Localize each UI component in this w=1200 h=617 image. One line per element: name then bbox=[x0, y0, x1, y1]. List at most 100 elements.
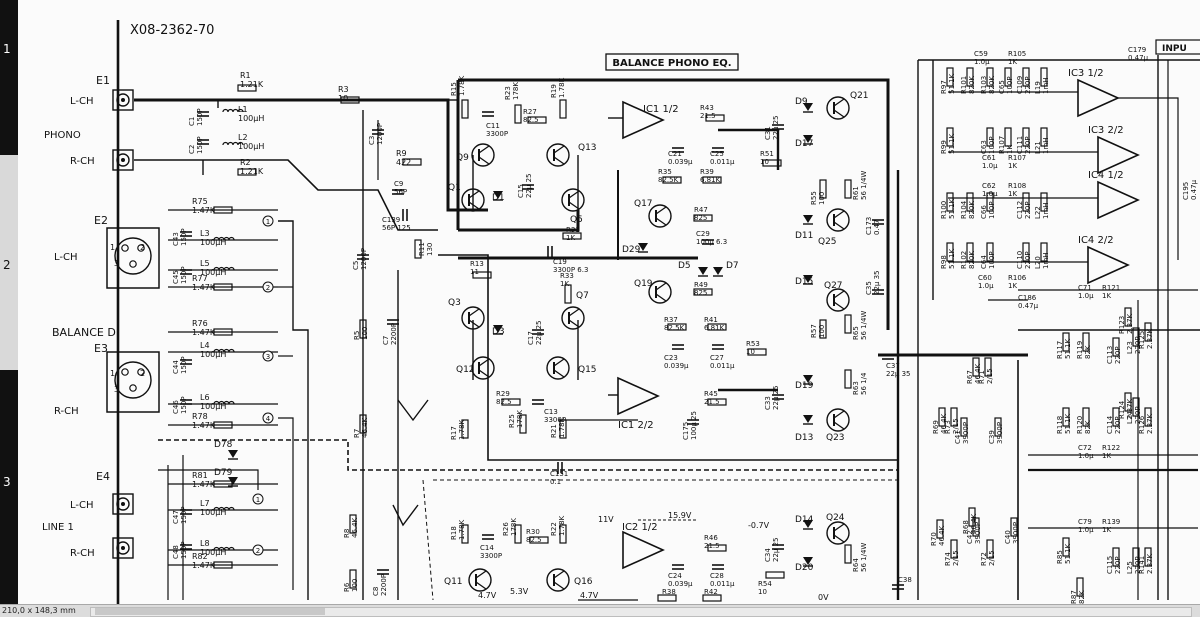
r104-label: R104 bbox=[960, 200, 968, 219]
r26-label: 178K bbox=[510, 518, 518, 536]
r104 bbox=[966, 192, 974, 212]
c113-label: 220P bbox=[1114, 346, 1122, 364]
q23 bbox=[826, 408, 850, 432]
c35-label: 22µ 35 bbox=[873, 271, 881, 296]
r18-label: R18 bbox=[450, 526, 458, 540]
q27 bbox=[826, 288, 850, 312]
r72 bbox=[986, 539, 994, 559]
r67 bbox=[972, 357, 980, 377]
r43-label: 21.5 bbox=[700, 112, 716, 120]
r106-label: 1K bbox=[1008, 282, 1017, 290]
r41-label: 6.81K bbox=[704, 324, 725, 332]
jack-pin bbox=[121, 502, 125, 506]
r43 bbox=[705, 114, 725, 122]
transistor-emitter bbox=[478, 369, 490, 378]
r5-label: 100 bbox=[361, 327, 369, 340]
r38-label: R38 bbox=[662, 588, 676, 596]
l1-label: 100µH bbox=[238, 114, 264, 123]
l4-label: L4 bbox=[200, 341, 210, 350]
r85-label: R85 bbox=[1056, 550, 1064, 564]
r9-label: 422 bbox=[396, 158, 411, 167]
r101 bbox=[966, 67, 974, 87]
r139-label: 1K bbox=[1102, 526, 1111, 534]
c113-label: C113 bbox=[1106, 346, 1114, 364]
xlr-e3 bbox=[106, 351, 160, 413]
c62-label: 1.0µ bbox=[982, 190, 998, 198]
c8-label: 2200P bbox=[380, 574, 388, 596]
c44 bbox=[180, 359, 192, 365]
r15 bbox=[461, 99, 469, 119]
jack-frame bbox=[112, 149, 134, 171]
r31-label: 1K bbox=[566, 234, 575, 242]
transistor-collector bbox=[655, 282, 667, 291]
terminal-node bbox=[262, 412, 274, 424]
c29-label: 100µ 6.3 bbox=[696, 238, 727, 246]
inductor-loop bbox=[228, 236, 235, 241]
e2-label: E2 bbox=[94, 214, 108, 227]
r21-label: 1.78K bbox=[558, 417, 566, 438]
c25-label: C25 bbox=[710, 150, 724, 158]
voltage-15-9v: 15.9V bbox=[668, 511, 692, 520]
transistor-collector bbox=[553, 145, 565, 154]
r47-label: 825 bbox=[694, 214, 707, 222]
inductor-loop bbox=[222, 108, 229, 113]
ic1b-label: IC1 2/2 bbox=[618, 420, 654, 431]
d14 bbox=[803, 520, 813, 530]
l23 bbox=[1132, 327, 1140, 347]
transistor-collector bbox=[468, 308, 480, 317]
xlr-frame bbox=[106, 227, 160, 289]
pin-label: 3 bbox=[114, 385, 119, 394]
r69-label: 46.4K bbox=[940, 413, 948, 434]
r81 bbox=[213, 480, 233, 488]
r2-label: 1.21K bbox=[240, 167, 264, 176]
c21-label: 0.039µ bbox=[668, 158, 693, 166]
c45-label: C45 bbox=[172, 270, 180, 284]
c11 bbox=[482, 111, 494, 117]
ic1a-label: IC1 1/2 bbox=[643, 104, 679, 115]
d14-label: D14 bbox=[795, 515, 814, 525]
r26-label: R26 bbox=[502, 522, 510, 536]
diode-body bbox=[803, 415, 813, 423]
c5 bbox=[357, 254, 369, 260]
c1 bbox=[197, 111, 209, 117]
c113 bbox=[1112, 337, 1120, 357]
r69-label: R69 bbox=[932, 420, 940, 434]
r57-label: R57 bbox=[810, 324, 818, 338]
l25 bbox=[1132, 547, 1140, 567]
r25-label: 178K bbox=[516, 410, 524, 428]
l24-label: L24 bbox=[1126, 411, 1134, 424]
phono-l-jack bbox=[112, 89, 134, 111]
c45-label: 150P bbox=[180, 266, 188, 284]
transistor-body bbox=[546, 143, 570, 167]
transistor-collector bbox=[553, 570, 565, 579]
lch-label: L-CH bbox=[54, 252, 78, 263]
c44-label: C44 bbox=[172, 360, 180, 374]
c48 bbox=[180, 544, 192, 550]
r87-label: R87 bbox=[1070, 590, 1078, 604]
l2-label: 100µH bbox=[238, 142, 264, 151]
phono-label: PHONO bbox=[44, 130, 81, 141]
c25 bbox=[712, 147, 724, 153]
scrollbar-thumb[interactable] bbox=[95, 608, 325, 615]
e3-label: E3 bbox=[94, 342, 108, 355]
q16 bbox=[546, 568, 570, 592]
inductor-loop bbox=[228, 266, 235, 271]
transistor-emitter bbox=[468, 319, 480, 328]
c38-label: C38 bbox=[898, 576, 912, 584]
l22-label: 1mH bbox=[1042, 202, 1050, 219]
c5-label: C5 bbox=[352, 261, 360, 270]
c173 bbox=[872, 219, 884, 225]
jack-pin bbox=[121, 546, 125, 550]
wire bbox=[1118, 97, 1179, 260]
c23-label: C23 bbox=[664, 354, 678, 362]
section-title: BALANCE PHONO EQ. bbox=[612, 58, 731, 69]
r17-label: R17 bbox=[450, 426, 458, 440]
r47 bbox=[693, 214, 713, 222]
r100 bbox=[946, 192, 954, 212]
r27-label: R27 bbox=[523, 108, 537, 116]
r8-label: 46.4K bbox=[351, 517, 359, 538]
r68-label: 46.4K bbox=[970, 513, 978, 534]
c45 bbox=[180, 269, 192, 275]
c9 bbox=[392, 189, 404, 195]
